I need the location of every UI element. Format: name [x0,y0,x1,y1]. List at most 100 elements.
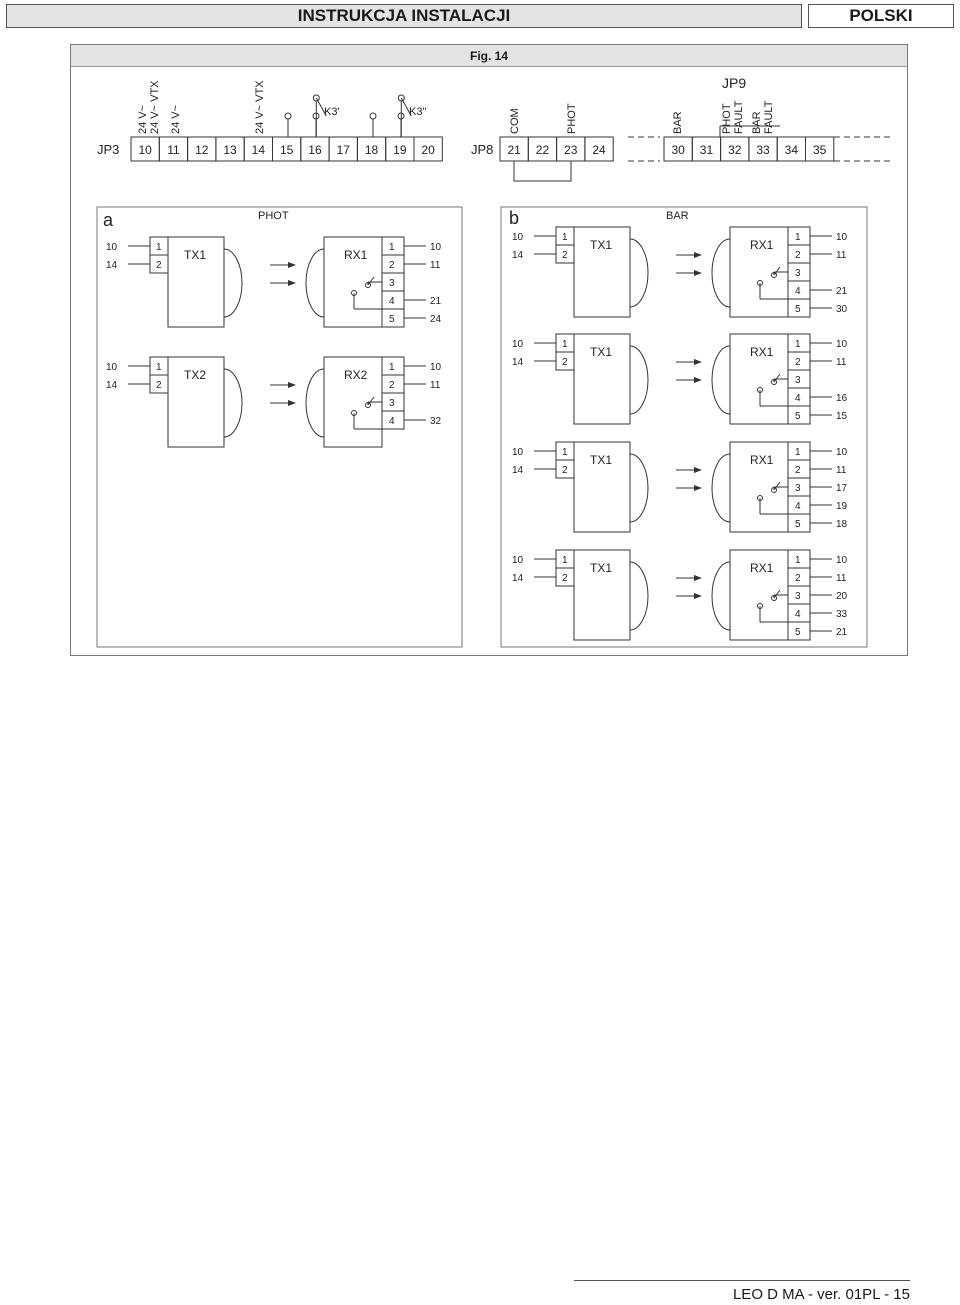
panel-b-unit3-tx-pin: 1 [562,447,568,458]
jp8-terminal-cell [584,136,614,162]
panel-b-unit2-tx-lens [629,345,649,415]
panel-a-unit1-tx-lens [223,248,243,318]
panel-b-unit3-tx-label: TX1 [590,453,612,467]
jp3-terminal-number: 15 [280,143,294,157]
panel-a-title: PHOT [258,210,289,222]
jp3-terminal-number: 20 [421,143,435,157]
panel-b-unit1-rx-pin: 3 [795,268,801,279]
panel-b-unit3-tx-body [573,441,631,533]
panel-b-unit3-rx-terminal: 17 [836,483,848,494]
jp8-terminal-number: 23 [564,143,578,157]
panel-b-unit1-rx-pin: 1 [795,232,801,243]
panel-b-unit1-rx-terminal: 10 [836,232,848,243]
panel-a-unit1-rx-pin: 1 [389,242,395,253]
figure-frame: Fig. 14 [70,44,908,656]
jp9-label-bar: BAR [672,111,684,134]
panel-b-unit1-rx-pin: 2 [795,250,801,261]
panel-b-unit4-rx-contact-switch [773,589,781,599]
panel-a-unit2-rx-pin: 1 [389,362,395,373]
panel-b-unit1-tx-label: TX1 [590,238,612,252]
jp3-label-24v: 24 V~ [137,105,149,134]
panel-a-unit1-rx-contact-switch [367,276,375,286]
panel-a-unit1-rx-pin: 3 [389,278,395,289]
panel-b-unit2-rx-terminal: 16 [836,393,848,404]
panel-b-unit4-tx-pin: 2 [562,573,568,584]
relay-k3a-contact [284,112,292,120]
panel-b-unit3-rx-pin: 3 [795,483,801,494]
panel-b-unit4-rx-pin: 3 [795,591,801,602]
panel-a-unit2-rx-pin: 4 [389,416,395,427]
jp9-label: JP9 [722,75,746,91]
jp3-terminal-cell [413,136,443,162]
panel-b-unit4-tx-terminal: 10 [512,555,524,566]
panel-a-unit2-rx-terminal: 11 [430,380,441,391]
panel-b-unit3-tx-lens [629,453,649,523]
panel-b-unit1-tx-pin: 1 [562,232,568,243]
jp9-terminal-number: 30 [671,143,685,157]
panel-b-unit4-rx-terminal: 11 [836,573,847,584]
panel-b-unit4-tx-body [573,549,631,641]
panel-b-unit1-tx-lens [629,238,649,308]
jp3-terminal-number: 14 [252,143,266,157]
panel-b-unit1-rx-terminal: 21 [836,286,848,297]
jp8-terminal-number: 24 [592,143,606,157]
panel-b-unit4-rx-pin: 2 [795,573,801,584]
relay-k3b-switch [400,97,412,117]
panel-a-unit2-tx-terminal: 10 [106,362,118,373]
panel-b-unit4-beam-arrow-head [694,593,702,599]
jp9-terminal-number: 34 [785,143,799,157]
panel-b-unit2-tx-pin: 1 [562,339,568,350]
jp3-terminal-number: 17 [337,143,351,157]
jp9-terminal-number: 35 [813,143,827,157]
jp9-terminal-number: 33 [756,143,770,157]
jp3-terminal-number: 13 [223,143,237,157]
jp3-terminal-number: 18 [365,143,379,157]
panel-a-unit1-beam-arrow-head [288,262,296,268]
panel-a-unit2-rx-terminal: 10 [430,362,442,373]
panel-b-unit1-rx-lens [711,238,731,308]
jp3-terminal-number: 10 [138,143,152,157]
jp8-jumper [513,161,572,182]
panel-a-unit1-tx-pin: 2 [156,260,162,271]
panel-b-unit4-rx-terminal: 10 [836,555,848,566]
jp9-label-bar-fault: BAR [751,111,763,134]
panel-a-unit1-rx-terminal: 11 [430,260,441,271]
panel-b-unit1-rx-terminal: 11 [836,250,847,261]
panel-b-unit2-rx-pin: 3 [795,375,801,386]
panel-b-unit2-tx-body [573,333,631,425]
panel-b-unit2-tx-label: TX1 [590,345,612,359]
panel-b-unit4-rx-terminal: 33 [836,609,848,620]
panel-b-unit3-rx-pin: 4 [795,501,801,512]
relay-k3b-label: K3'' [409,106,427,118]
panel-b-unit4-tx-lens [629,561,649,631]
panel-b-unit4-tx-pin: 1 [562,555,568,566]
panel-a-unit1-rx-label: RX1 [344,248,368,262]
jp9-terminal-number: 31 [700,143,714,157]
panel-a-unit1-tx-body [167,236,225,328]
panel-a-unit2-tx-terminal: 14 [106,380,118,391]
panel-b-unit3-tx-terminal: 14 [512,465,524,476]
panel-a-unit1-tx-terminal: 10 [106,242,118,253]
jp9-terminal-number: 32 [728,143,742,157]
panel-b-unit3-rx-terminal: 10 [836,447,848,458]
jp9-label-bar-fault: FAULT [763,100,775,134]
relay-k3a-switch [315,97,327,117]
panel-b-unit4-rx-pin: 1 [795,555,801,566]
panel-a-unit1-tx-terminal: 14 [106,260,118,271]
panel-b-unit4-rx-pin: 4 [795,609,801,620]
panel-b-title: BAR [666,210,689,222]
panel-b-unit4-rx-label: RX1 [750,561,774,575]
panel-a-unit2-rx-pin: 3 [389,398,395,409]
panel-a-unit1-rx-pin: 4 [389,296,395,307]
panel-b-frame [500,206,868,648]
panel-b-unit3-rx-label: RX1 [750,453,774,467]
panel-b-unit1-rx-label: RX1 [750,238,774,252]
jp9-label-phot-fault: PHOT [721,103,733,134]
panel-a-frame [96,206,463,648]
panel-b-unit4-tx-label: TX1 [590,561,612,575]
panel-a-unit1-rx-terminal: 24 [430,314,442,325]
panel-a-unit2-rx-contact-switch [367,396,375,406]
panel-a-unit2-rx-terminal: 32 [430,416,442,427]
panel-b-unit1-rx-terminal: 30 [836,304,848,315]
figure-title: Fig. 14 [71,45,907,67]
